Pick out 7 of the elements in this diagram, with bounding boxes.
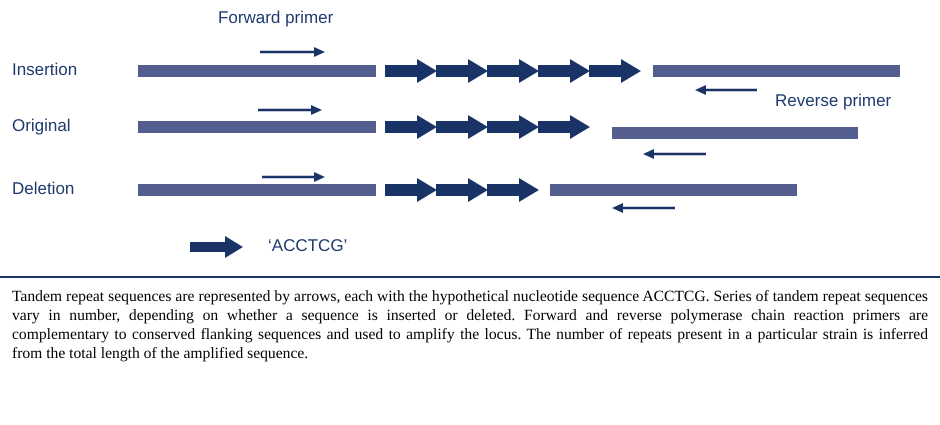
caption-text: Tandem repeat sequences are represented by arrows, each with the hypothetical nucleotide sequence ACCTCG. Series of tandem repeat sequences vary in number, depending on whether a sequence is inserted or deleted. Forward and reverse polymerase chain reaction primers are complementary to conserved flanking sequences and used to amplify the locus. The number of repeats present in a particular strain is inferred from the total length of the amplified sequence. [12, 287, 928, 363]
row-label: Insertion [12, 60, 78, 80]
legend-label: ‘ACCTCG’ [268, 236, 348, 256]
primer-label: Forward primer [218, 8, 334, 28]
row-label: Original [12, 116, 71, 136]
row-label: Deletion [12, 179, 74, 199]
primer-label: Reverse primer [775, 91, 892, 111]
